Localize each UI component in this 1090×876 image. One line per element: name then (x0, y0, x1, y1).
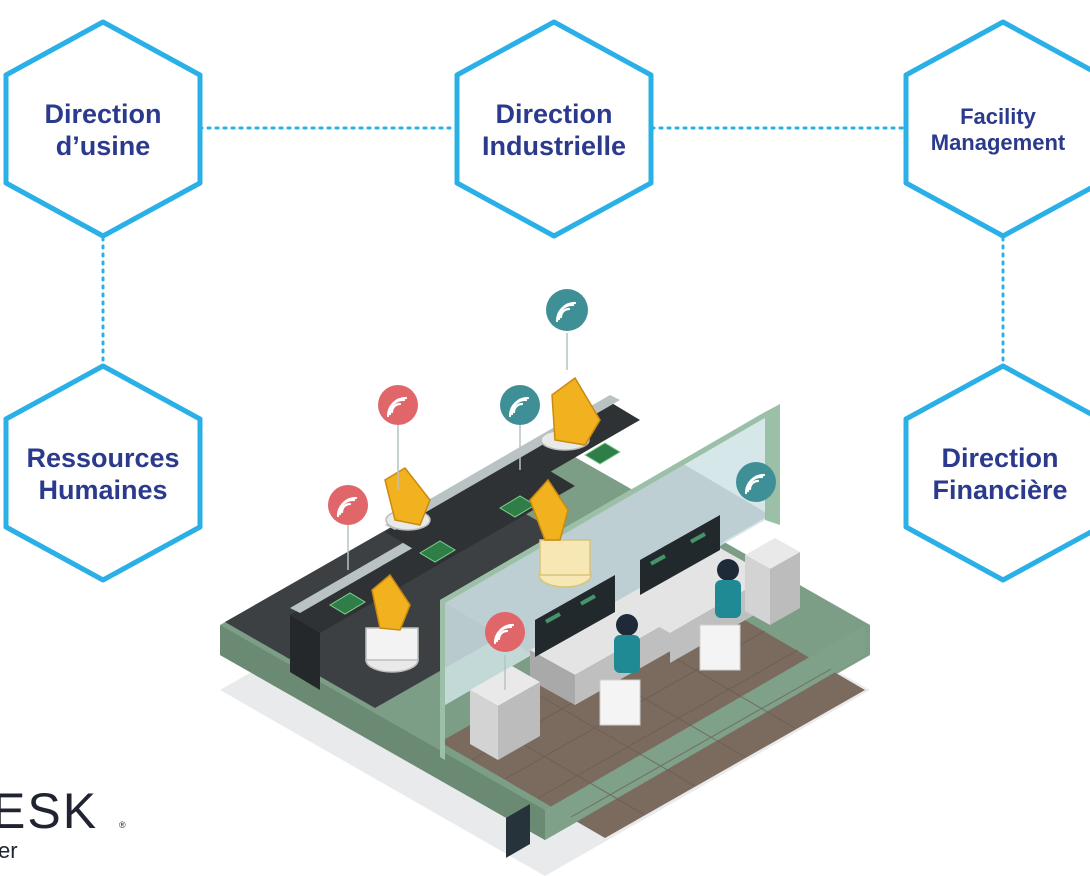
hex-direction-industrielle (454, 19, 654, 239)
operators (599, 559, 741, 726)
node-label-direction-usine: Direction d’usine (44, 98, 162, 161)
robot-arms (365, 376, 601, 673)
isometric-smart-factory-illustration (220, 289, 870, 876)
node-label-direction-industrielle: Direction Industrielle (481, 98, 627, 161)
node-label-direction-financiere: Direction Financière (932, 442, 1068, 505)
node-label-facility-management: Facility Management (930, 103, 1066, 155)
node-label-ressources-humaines: Ressources Humaines (26, 442, 180, 505)
hex-ressources-humaines (3, 363, 203, 583)
brand-logo-wordmark: ESK (0, 783, 99, 839)
connectors (101, 126, 1005, 362)
brand-logo-subtitle: er (0, 838, 18, 863)
server-cabinets (470, 538, 800, 858)
hex-facility-management (903, 19, 1090, 239)
wifi-pin-icons (328, 289, 776, 652)
hex-direction-financiere (903, 363, 1090, 583)
hex-direction-usine (3, 19, 203, 239)
brand-logo-registered-mark: ® (119, 820, 126, 830)
